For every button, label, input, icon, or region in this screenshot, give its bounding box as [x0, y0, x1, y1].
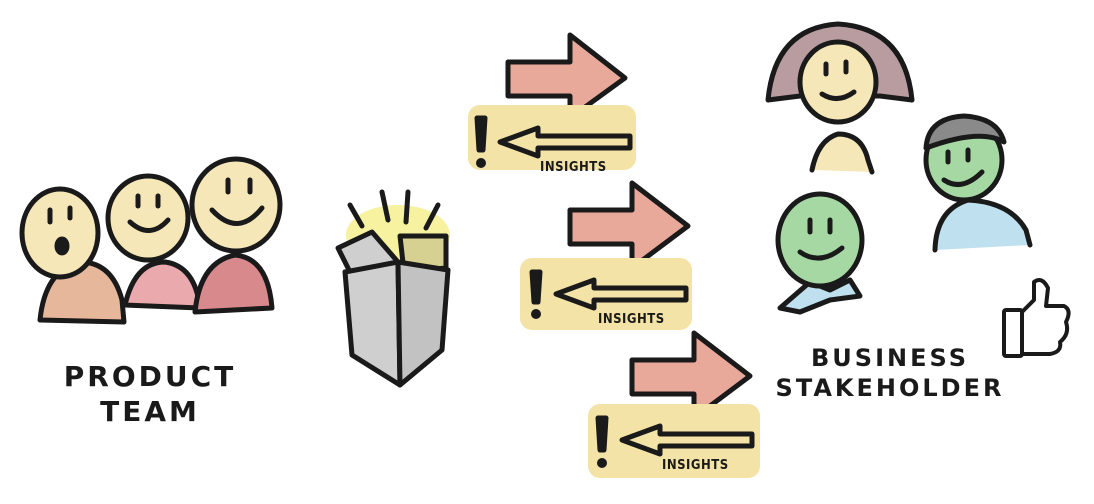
person-head-right — [189, 156, 283, 254]
insight-arrow — [497, 125, 633, 159]
request-arrow — [567, 180, 691, 271]
request-arrow — [505, 32, 628, 121]
person-body-right — [192, 252, 275, 315]
request-arrow — [629, 330, 753, 421]
business-line1: BUSINESS — [811, 344, 969, 372]
insight-box — [335, 189, 451, 388]
stakeholder-green-person — [923, 113, 1033, 253]
exclamation-icon — [595, 415, 609, 453]
insights-label-3: INSIGHTS — [662, 458, 729, 473]
product-team-group — [19, 156, 283, 325]
flow-row-3 — [588, 330, 760, 478]
person-head-middle — [105, 173, 191, 263]
product-team-label: PRODUCT TEAM — [40, 360, 260, 428]
insights-label-1: INSIGHTS — [540, 160, 607, 175]
insight-arrow — [553, 277, 689, 311]
person-head-left — [19, 186, 101, 280]
exclamation-icon — [529, 269, 543, 305]
thumbs-up-icon — [1002, 278, 1071, 358]
insights-label-2: INSIGHTS — [598, 312, 665, 327]
flow-row-2 — [520, 180, 692, 330]
flow-row-1 — [468, 32, 636, 170]
insight-arrow — [619, 423, 755, 457]
person-body-middle — [122, 259, 203, 311]
stakeholder-hat-person — [765, 21, 915, 175]
stakeholder-bowtie-person — [775, 191, 865, 315]
product-team-line1: PRODUCT — [63, 360, 237, 393]
business-stakeholder-label: BUSINESS STAKEHOLDER — [760, 345, 1020, 402]
business-line2: STAKEHOLDER — [775, 374, 1005, 403]
product-team-line2: TEAM — [100, 394, 200, 428]
exclamation-icon — [474, 115, 488, 153]
